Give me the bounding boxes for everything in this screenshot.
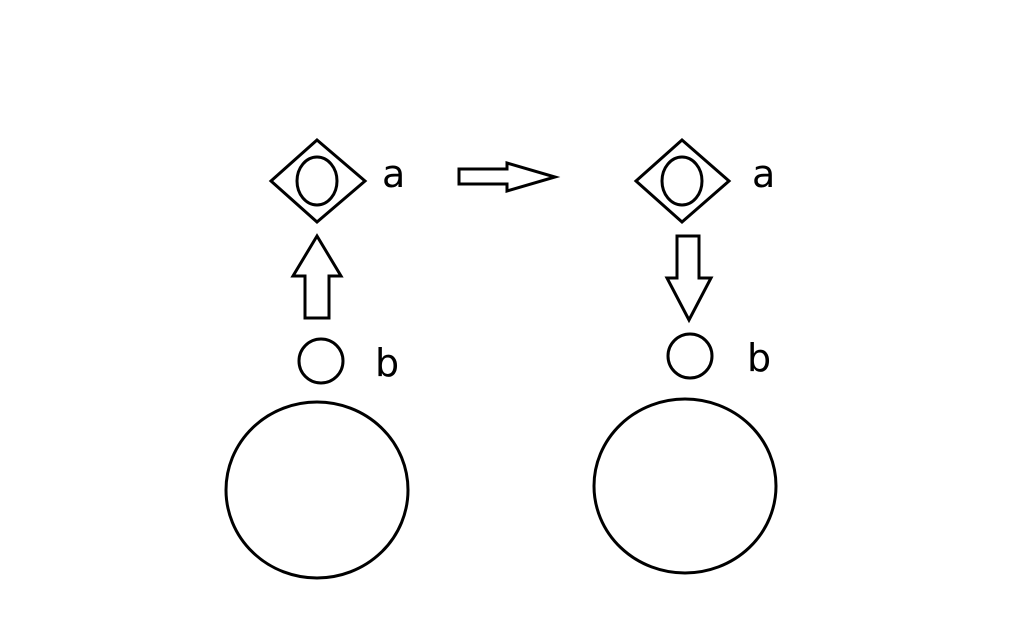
left-large-circle bbox=[224, 400, 410, 580]
left-diamond bbox=[268, 138, 368, 224]
left-panel: a b bbox=[224, 138, 410, 580]
right-diamond bbox=[633, 138, 732, 224]
transition-arrow bbox=[457, 161, 561, 193]
right-small-circle-b bbox=[666, 332, 714, 380]
right-label-b: b bbox=[747, 336, 771, 380]
right-inner-ellipse bbox=[660, 155, 704, 207]
right-label-a: a bbox=[752, 152, 775, 196]
left-inner-ellipse bbox=[295, 155, 339, 207]
left-label-a: a bbox=[382, 152, 405, 196]
right-down-arrow bbox=[664, 234, 714, 324]
left-small-circle-b bbox=[297, 337, 345, 385]
right-large-circle bbox=[592, 397, 778, 575]
left-up-arrow bbox=[290, 233, 344, 320]
left-label-b: b bbox=[375, 341, 399, 385]
right-panel: a b bbox=[592, 138, 778, 575]
